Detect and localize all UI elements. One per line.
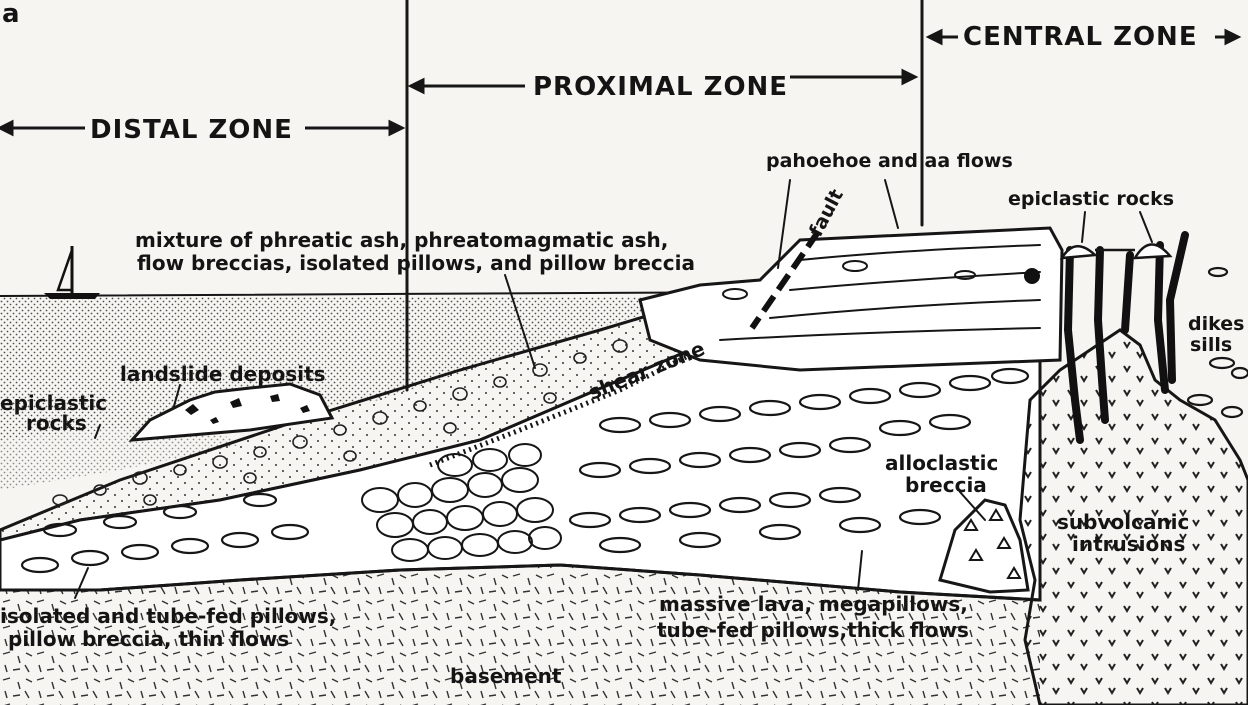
subvolcanic-label-1: subvolcanic [1057,510,1189,534]
distal-zone-label: DISTAL ZONE [90,115,293,145]
figure-letter: a [2,0,20,29]
mixture-label-line1: mixture of phreatic ash, phreatomagmatic… [135,228,668,252]
massive-label-line1: massive lava, megapillows, [659,592,968,616]
basement-label: basement [450,664,562,688]
dike-head [1024,268,1040,284]
boat-icon [44,246,100,299]
pahoehoe-label: pahoehoe and aa flows [766,150,1013,172]
alloclastic-label-1: alloclastic [885,451,998,475]
central-zone-label: CENTRAL ZONE [963,22,1198,52]
epiclastic-left-label-2: rocks [26,411,87,435]
sills-label: sills [1190,334,1232,356]
dikes-label: dikes [1188,313,1244,335]
massive-label-line2: tube-fed pillows,thick flows [657,618,969,642]
alloclastic-label-2: breccia [905,473,987,497]
mixture-label-line2: flow breccias, isolated pillows, and pil… [137,251,695,275]
proximal-zone-label: PROXIMAL ZONE [533,72,788,102]
fault-label: fault [805,186,848,241]
subvolcanic-label-2: intrusions [1072,532,1185,556]
epiclastic-top-label: epiclastic rocks [1008,188,1174,210]
epiclastic-rocks-top [1062,244,1170,258]
pillows-label-line2: pillow breccia, thin flows [8,627,289,651]
landslide-label: landslide deposits [120,362,326,386]
pillows-label-line1: isolated and tube-fed pillows, [0,604,336,628]
